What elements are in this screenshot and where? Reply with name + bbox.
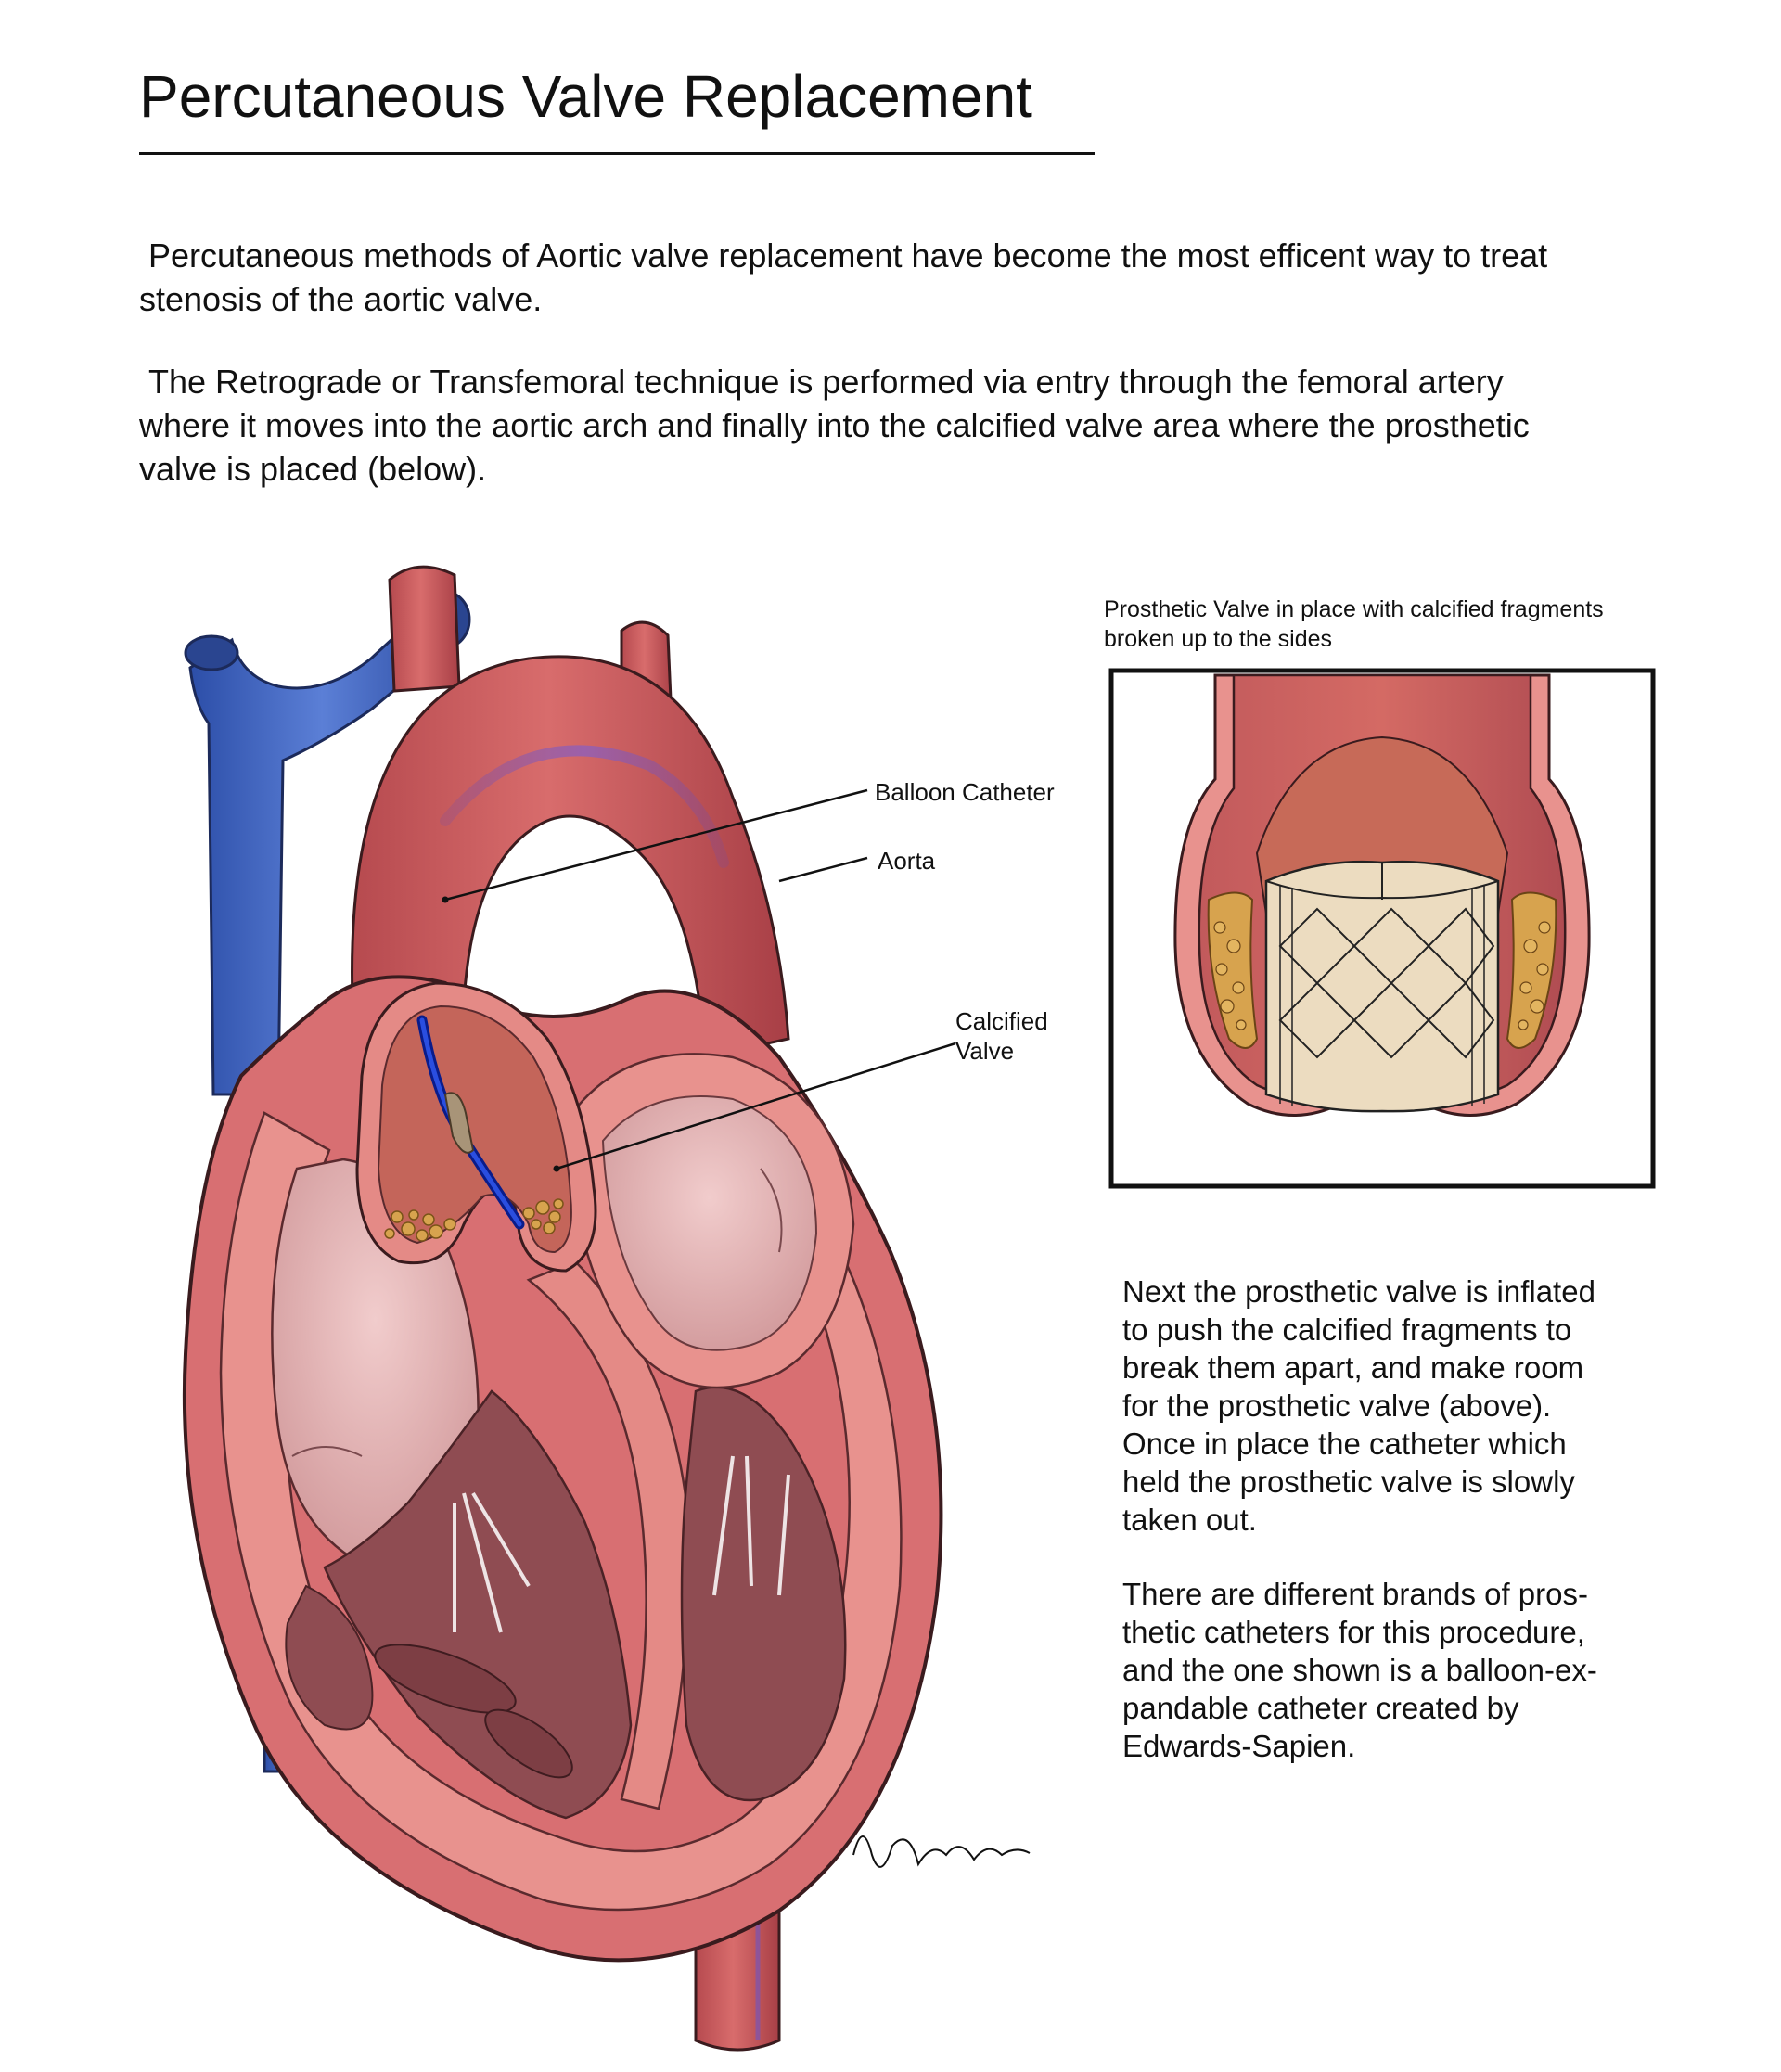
label-calcified-valve: Calcified Valve xyxy=(955,1007,1048,1065)
side-paragraph-1: Next the prosthetic valve is inflated to… xyxy=(1122,1274,1595,1537)
inset-caption: Prosthetic Valve in place with calcified… xyxy=(1104,596,1604,652)
label-balloon-catheter: Balloon Catheter xyxy=(875,778,1055,806)
intro-paragraph-2: The Retrograde or Transfemoral technique… xyxy=(139,363,1530,488)
intro-paragraph-1: Percutaneous methods of Aortic valve rep… xyxy=(139,237,1548,318)
label-aorta: Aorta xyxy=(878,847,936,875)
prosthetic-valve-inset xyxy=(1108,668,1656,1189)
heart-cross-section-illustration xyxy=(182,565,1031,2052)
title-underline xyxy=(139,152,1095,155)
artist-signature xyxy=(852,1835,1031,1868)
side-paragraph-2: There are different brands of pros- thet… xyxy=(1122,1577,1597,1763)
page-title: Percutaneous Valve Replacement xyxy=(139,63,1032,130)
